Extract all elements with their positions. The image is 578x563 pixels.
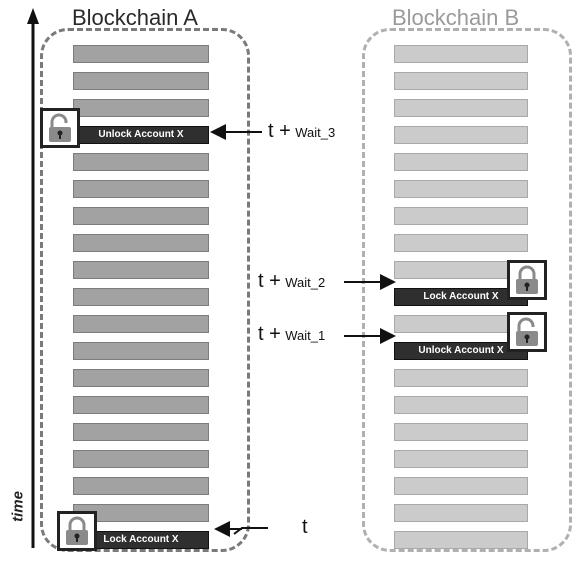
unlock-icon bbox=[40, 108, 80, 148]
chain-a-block bbox=[73, 396, 209, 414]
chain-b-block bbox=[394, 423, 528, 441]
annotation-wait-3: t + Wait_3 bbox=[268, 120, 336, 142]
unlock-icon bbox=[507, 312, 547, 352]
lock-icon bbox=[507, 260, 547, 300]
chain-b-block bbox=[394, 72, 528, 90]
chain-b-block bbox=[394, 369, 528, 387]
chain-a-block bbox=[73, 45, 209, 63]
chain-b-block bbox=[394, 396, 528, 414]
chain-b-block bbox=[394, 99, 528, 117]
chain-b-frame bbox=[362, 28, 572, 552]
chain-b-block bbox=[394, 531, 528, 549]
chain-a-block bbox=[73, 234, 209, 252]
annotation-wait-1: t + Wait_1 bbox=[258, 323, 326, 345]
chain-a-block bbox=[73, 72, 209, 90]
annotation-t: t bbox=[302, 516, 308, 538]
chain-b-block bbox=[394, 207, 528, 225]
lock-icon bbox=[57, 511, 97, 551]
chain-b-block bbox=[394, 126, 528, 144]
chain-a-block bbox=[73, 288, 209, 306]
chain-a-block bbox=[73, 315, 209, 333]
unlock-account-event-a: Unlock Account X bbox=[73, 126, 209, 144]
chain-b-title: Blockchain B bbox=[392, 5, 520, 30]
chain-b-block bbox=[394, 504, 528, 522]
time-axis-label: time bbox=[9, 491, 27, 522]
chain-a-block bbox=[73, 423, 209, 441]
chain-a-title: Blockchain A bbox=[72, 5, 198, 30]
chain-b-block bbox=[394, 234, 528, 252]
chain-a-block bbox=[73, 450, 209, 468]
chain-a-block bbox=[73, 180, 209, 198]
chain-a-frame bbox=[40, 28, 250, 552]
chain-a-block bbox=[73, 261, 209, 279]
chain-b-block bbox=[394, 180, 528, 198]
chain-b-block bbox=[394, 45, 528, 63]
lock-account-event-b: Lock Account X bbox=[394, 288, 528, 306]
chain-a-block bbox=[73, 153, 209, 171]
annotation-wait-2: t + Wait_2 bbox=[258, 270, 326, 292]
chain-a-block bbox=[73, 207, 209, 225]
chain-a-block bbox=[73, 342, 209, 360]
chain-b-block bbox=[394, 477, 528, 495]
chain-a-block bbox=[73, 477, 209, 495]
chain-a-block bbox=[73, 369, 209, 387]
chain-b-block bbox=[394, 153, 528, 171]
chain-b-block bbox=[394, 450, 528, 468]
chain-a-block bbox=[73, 99, 209, 117]
